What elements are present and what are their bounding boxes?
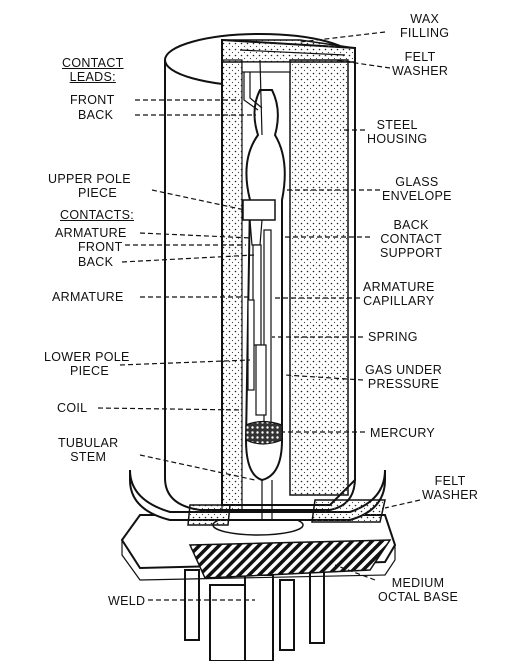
- label-wax-filling: WAX FILLING: [400, 12, 450, 40]
- label-coil: COIL: [57, 401, 88, 415]
- label-lower-pole-piece: LOWER POLE PIECE: [44, 350, 130, 378]
- label-upper-pole-piece: UPPER POLE PIECE: [48, 172, 131, 200]
- label-felt-washer-top: FELT WASHER: [392, 50, 449, 78]
- label-back-contact-support: BACK CONTACT SUPPORT: [380, 218, 443, 260]
- label-felt-washer-bottom: FELT WASHER: [422, 474, 479, 502]
- label-steel-housing: STEEL HOUSING: [367, 118, 428, 146]
- label-contact-leads: CONTACT LEADS:: [62, 56, 124, 84]
- label-tubular-stem: TUBULAR STEM: [58, 436, 119, 464]
- label-spring: SPRING: [368, 330, 418, 344]
- armature-assembly: [247, 229, 272, 431]
- label-front-lead: FRONT: [70, 93, 115, 107]
- label-back-contact: BACK: [78, 255, 114, 269]
- label-glass-envelope: GLASS ENVELOPE: [382, 175, 452, 203]
- label-armature-capillary: ARMATURE CAPILLARY: [363, 280, 435, 308]
- cutaway-section: [221, 38, 356, 511]
- leader-lines: [97, 31, 421, 601]
- contact-lead-wires: [243, 59, 263, 136]
- label-back-lead: BACK: [78, 108, 114, 122]
- felt-washers-bottom: [187, 499, 386, 526]
- label-gas-under-pressure: GAS UNDER PRESSURE: [365, 363, 443, 391]
- octal-base: [120, 514, 397, 581]
- label-armature-contact: ARMATURE: [55, 226, 127, 240]
- label-front-contact: FRONT: [78, 240, 123, 254]
- label-mercury: MERCURY: [370, 426, 436, 440]
- label-contacts: CONTACTS:: [60, 208, 134, 222]
- base-pins: [184, 564, 325, 661]
- label-armature: ARMATURE: [52, 290, 124, 304]
- mercury-pool: [245, 420, 283, 445]
- label-medium-octal-base: MEDIUM OCTAL BASE: [378, 576, 459, 604]
- label-weld: WELD: [108, 594, 146, 608]
